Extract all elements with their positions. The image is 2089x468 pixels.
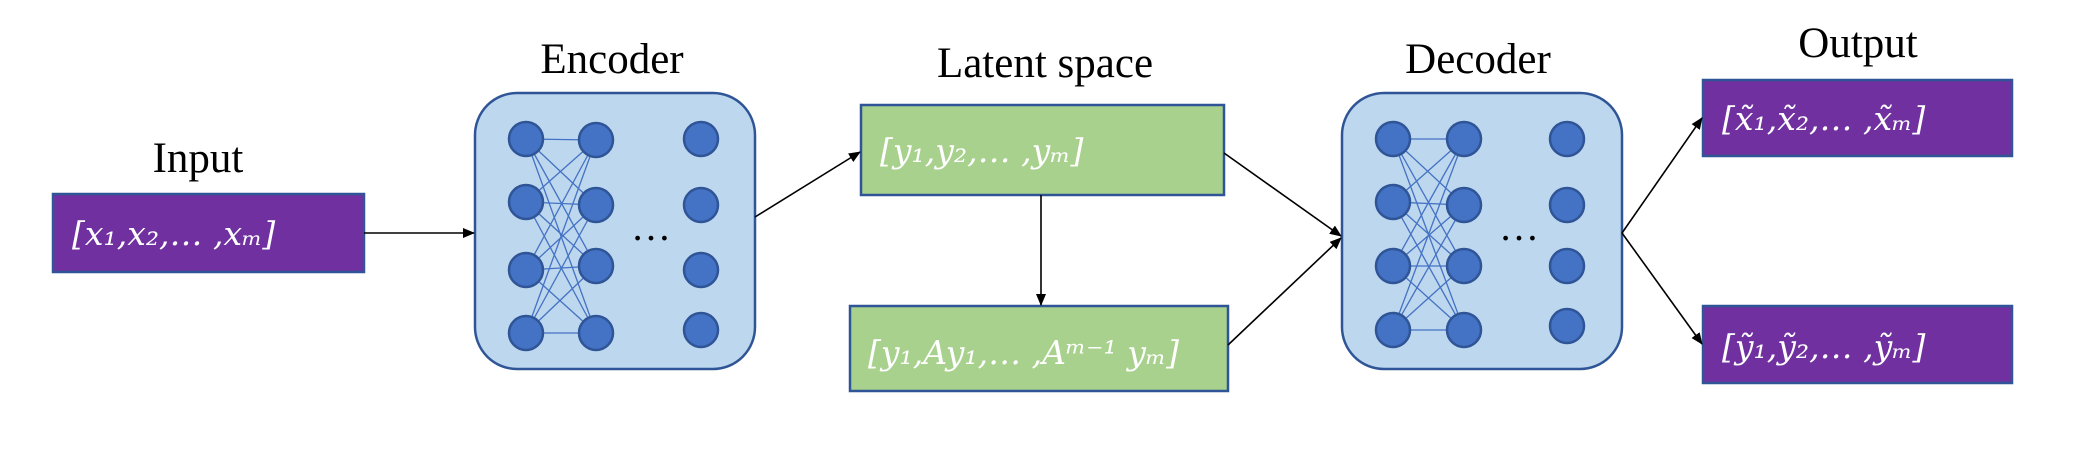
decoder-to-output-y-arrow bbox=[1621, 232, 1703, 345]
decoder-connection bbox=[1392, 204, 1465, 331]
koopman-to-decoder-arrow bbox=[1227, 237, 1342, 346]
latent-sequence-box: [y₁,y₂,… ,yₘ] bbox=[859, 103, 1226, 197]
encoder-node bbox=[682, 251, 720, 289]
encoder-node bbox=[682, 311, 720, 349]
encoder-to-latent-arrow bbox=[754, 151, 861, 218]
decoder-node bbox=[1374, 120, 1412, 158]
input-label: Input bbox=[153, 135, 244, 182]
decoder-node bbox=[1548, 186, 1586, 224]
decoder-to-output-x-arrow bbox=[1621, 117, 1703, 234]
decoder-ellipsis: … bbox=[1499, 204, 1539, 249]
decoder-node bbox=[1445, 120, 1483, 158]
output-y-text: [ỹ₁,ỹ₂,… ,ỹₘ] bbox=[1722, 327, 1925, 366]
output-label: Output bbox=[1798, 20, 1918, 67]
encoder-node bbox=[507, 251, 545, 289]
encoder-network: … bbox=[473, 91, 757, 371]
decoder-node bbox=[1548, 247, 1586, 285]
decoder-connection bbox=[1392, 138, 1465, 267]
output-x-box: [x̃₁,x̃₂,… ,x̃ₘ] bbox=[1701, 78, 2014, 158]
decoder-node bbox=[1374, 311, 1412, 349]
encoder-node bbox=[577, 314, 615, 352]
input-vector-text: [x₁,x₂,… ,xₘ] bbox=[72, 214, 275, 253]
encoder-label: Encoder bbox=[540, 36, 683, 83]
decoder-label: Decoder bbox=[1405, 36, 1551, 83]
encoder-node bbox=[507, 183, 545, 221]
decoder-node bbox=[1445, 186, 1483, 224]
encoder-node bbox=[507, 314, 545, 352]
output-y-box: [ỹ₁,ỹ₂,… ,ỹₘ] bbox=[1701, 304, 2014, 385]
encoder-node bbox=[507, 120, 545, 158]
decoder-node bbox=[1374, 247, 1412, 285]
output-x-text: [x̃₁,x̃₂,… ,x̃ₘ] bbox=[1722, 99, 1925, 138]
latent-sequence-text: [y₁,y₂,… ,yₘ] bbox=[880, 131, 1083, 170]
encoder-connection bbox=[525, 204, 597, 334]
koopman-sequence-text: [y₁,Ay₁,… ,Aᵐ⁻¹ yₘ] bbox=[868, 333, 1179, 372]
decoder-network: … bbox=[1340, 91, 1624, 371]
koopman-sequence-box: [y₁,Ay₁,… ,Aᵐ⁻¹ yₘ] bbox=[848, 304, 1230, 393]
decoder-node bbox=[1374, 183, 1412, 221]
latent-to-decoder-arrow bbox=[1223, 152, 1342, 237]
encoder-node bbox=[682, 120, 720, 158]
encoder-connection bbox=[525, 139, 597, 334]
encoder-connection bbox=[525, 138, 597, 267]
input-box: [x₁,x₂,… ,xₘ] bbox=[51, 192, 366, 274]
decoder-nodes bbox=[1374, 120, 1586, 349]
decoder-connection bbox=[1392, 138, 1465, 331]
decoder-node bbox=[1548, 120, 1586, 158]
decoder-node bbox=[1548, 307, 1586, 345]
encoder-node bbox=[577, 121, 615, 159]
encoder-node bbox=[682, 186, 720, 224]
encoder-ellipsis: … bbox=[631, 204, 671, 249]
encoder-nodes bbox=[507, 120, 720, 352]
encoder-node bbox=[577, 247, 615, 285]
decoder-node bbox=[1445, 311, 1483, 349]
encoder-node bbox=[577, 186, 615, 224]
decoder-node bbox=[1445, 247, 1483, 285]
latent-space-label: Latent space bbox=[937, 40, 1153, 87]
encoder-connection bbox=[525, 139, 597, 271]
